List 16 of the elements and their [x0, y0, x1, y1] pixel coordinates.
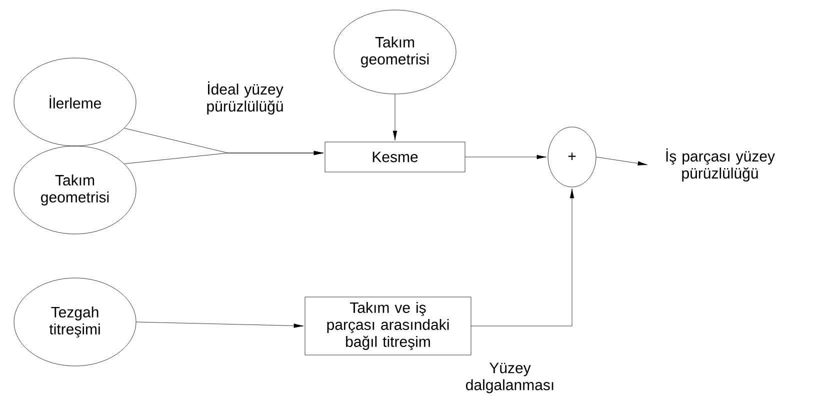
arrow [136, 322, 304, 328]
process-box: Takım ve iş parçası arasındaki bağıl titreşim [304, 296, 472, 356]
process-box: Kesme [324, 142, 466, 172]
ellipse-node: Tezgah titreşimi [14, 278, 136, 366]
arrow [124, 150, 324, 164]
ellipse-node: Takım geometrisi [334, 10, 456, 94]
output-text: İş parçası yüzey pürüzlülüğü [666, 148, 775, 182]
ellipse-node: İlerleme [14, 58, 136, 146]
annotation-text: Yüzey dalgalanması [466, 362, 554, 394]
arrow [465, 154, 547, 160]
arrow [392, 94, 398, 141]
ellipse-node: Takım geometrisi [14, 146, 136, 234]
annotation-text: İdeal yüzey pürüzlülüğü [207, 81, 284, 115]
arrow [471, 188, 574, 326]
arrow [596, 156, 648, 166]
summing-junction: + [548, 126, 596, 188]
